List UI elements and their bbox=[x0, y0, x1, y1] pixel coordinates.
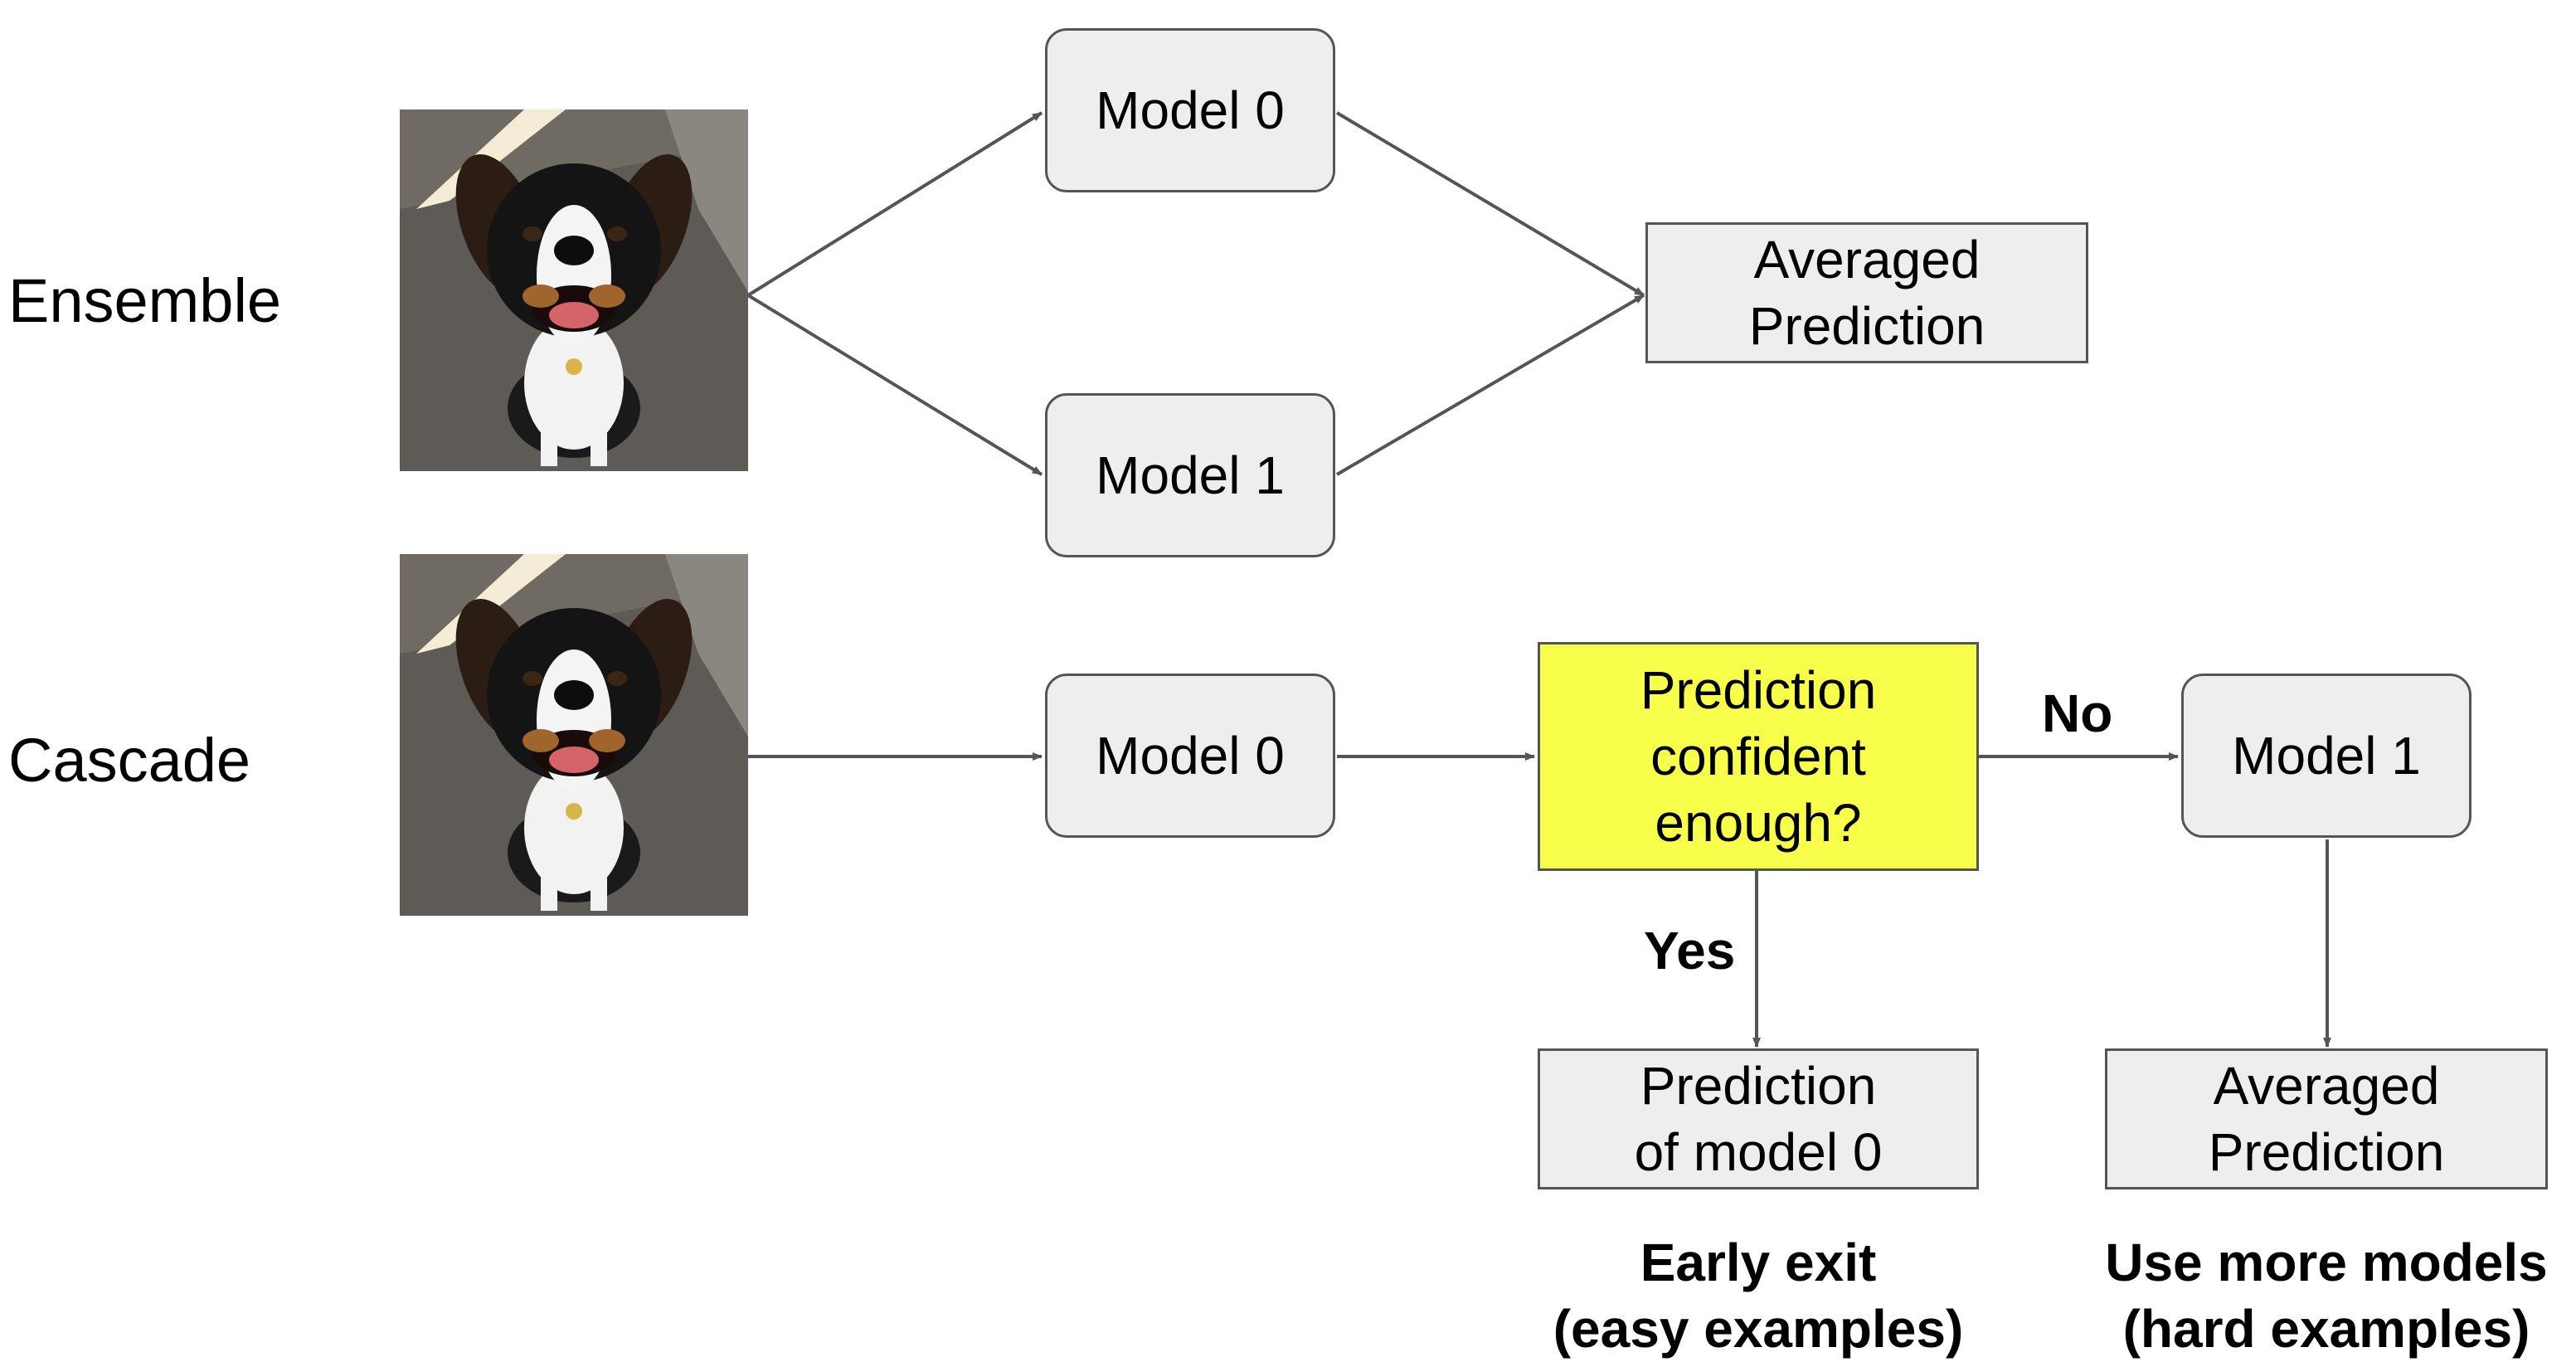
dog-photo-icon bbox=[400, 554, 748, 916]
ensemble-averaged-prediction-box: Averaged Prediction bbox=[1645, 222, 2088, 363]
early-exit-prediction-box: Prediction of model 0 bbox=[1538, 1048, 1979, 1189]
yes-edge-label: Yes bbox=[1644, 921, 1736, 980]
arrow-ensemble-model0-to-average bbox=[1335, 111, 1645, 297]
cascade-model0-box: Model 0 bbox=[1045, 674, 1335, 838]
more-models-caption: Use more models (hard examples) bbox=[2105, 1233, 2548, 1359]
dog-photo-icon bbox=[400, 109, 748, 471]
cascade-row-label: Cascade bbox=[8, 726, 251, 795]
early-exit-caption: Early exit (easy examples) bbox=[1553, 1233, 1964, 1359]
ensemble-row-label: Ensemble bbox=[8, 266, 282, 335]
arrow-image-to-ensemble-model1 bbox=[746, 294, 1043, 476]
arrow-image-to-ensemble-model0 bbox=[746, 111, 1043, 297]
arrow-ensemble-model1-to-average bbox=[1335, 294, 1645, 476]
confidence-decision-box: Prediction confident enough? bbox=[1538, 642, 1979, 871]
ensemble-model1-box: Model 1 bbox=[1045, 393, 1335, 557]
no-edge-label: No bbox=[2042, 683, 2113, 743]
cascade-averaged-prediction-box: Averaged Prediction bbox=[2105, 1048, 2548, 1189]
cascade-model1-box: Model 1 bbox=[2181, 674, 2472, 838]
ensemble-model0-box: Model 0 bbox=[1045, 28, 1335, 192]
